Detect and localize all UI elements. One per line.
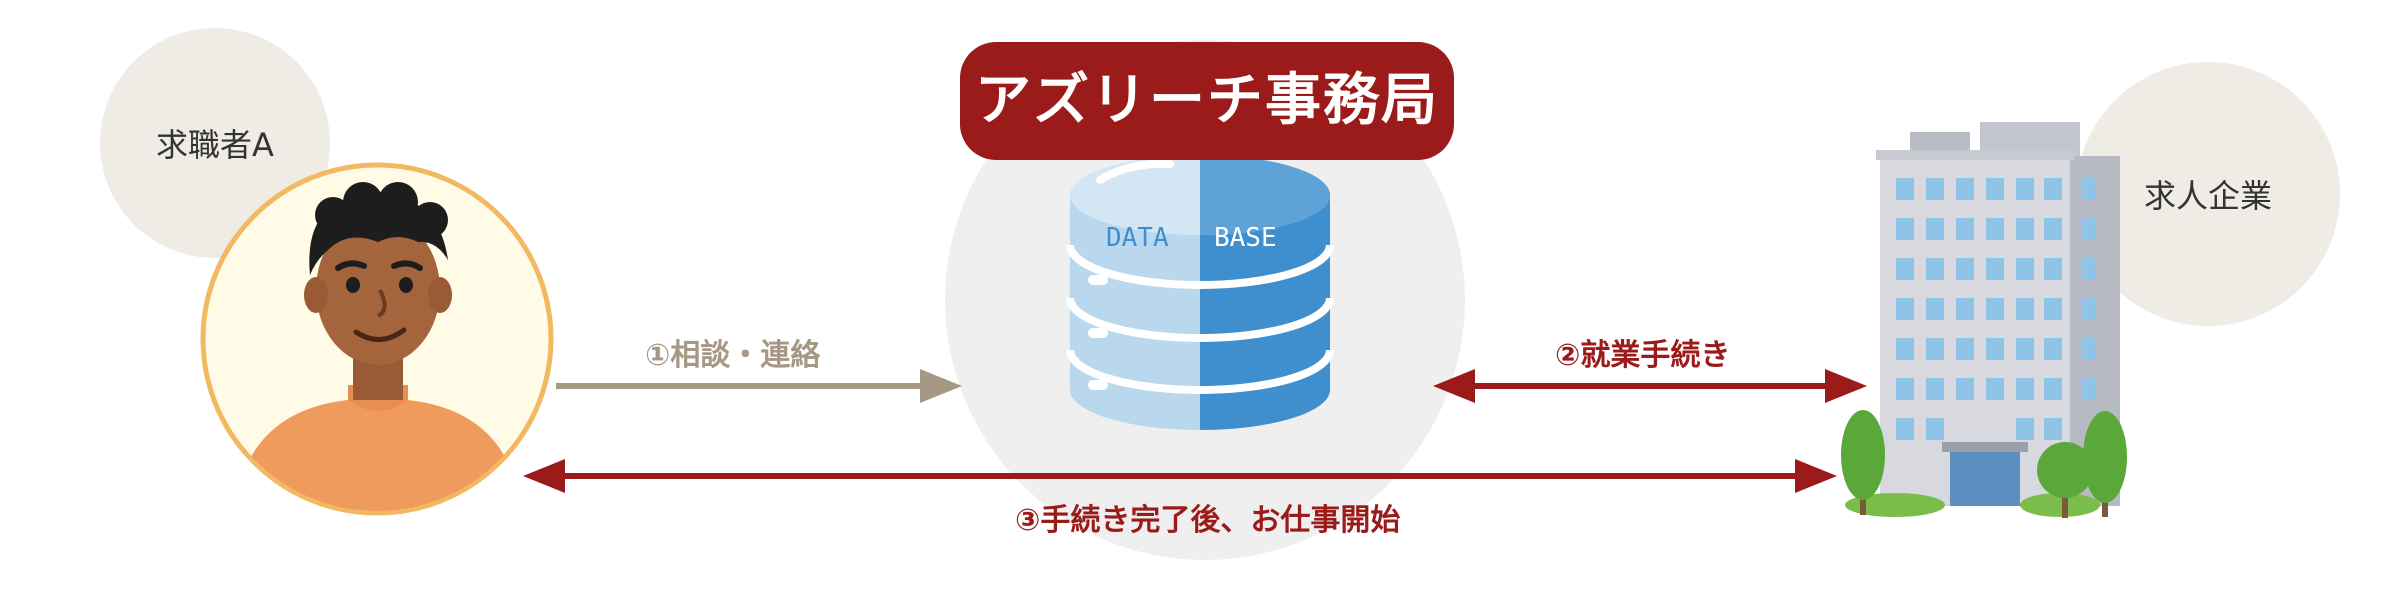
person-icon <box>200 162 554 516</box>
database-left-text: DATA <box>1106 223 1169 253</box>
flow-label-employment-procedure: ②就業手続き <box>1555 338 1731 373</box>
flow-label-start-work: ③手続き完了後、お仕事開始 <box>1015 503 1401 538</box>
company-label-bubble: 求人企業 <box>2076 62 2340 326</box>
office-building-icon <box>1845 122 2120 517</box>
database-icon: DATA BASE <box>1066 155 1334 430</box>
agency-title: アズリーチ事務局 <box>960 42 1454 160</box>
database: DATA BASE <box>1060 150 1340 450</box>
tree-icon <box>1841 410 1885 515</box>
arrow-start-work <box>523 459 1837 493</box>
tree-icon <box>2037 442 2093 518</box>
arrow-consult <box>556 369 962 403</box>
job-seeker-label: 求職者A <box>156 126 274 164</box>
job-seeker-avatar <box>198 160 556 518</box>
company-building <box>1830 120 2130 520</box>
job-seeker-label-bubble: 求職者A <box>100 28 330 258</box>
tree-left <box>1838 400 1888 515</box>
tree-icon <box>2083 411 2127 517</box>
tree-right-1 <box>2030 440 2100 518</box>
database-right-text: BASE <box>1214 223 1277 253</box>
flow-label-consult: ①相談・連絡 <box>645 338 821 373</box>
tree-right-2 <box>2080 405 2130 517</box>
arrow-employment-procedure <box>1433 369 1867 403</box>
company-label: 求人企業 <box>2143 177 2272 215</box>
